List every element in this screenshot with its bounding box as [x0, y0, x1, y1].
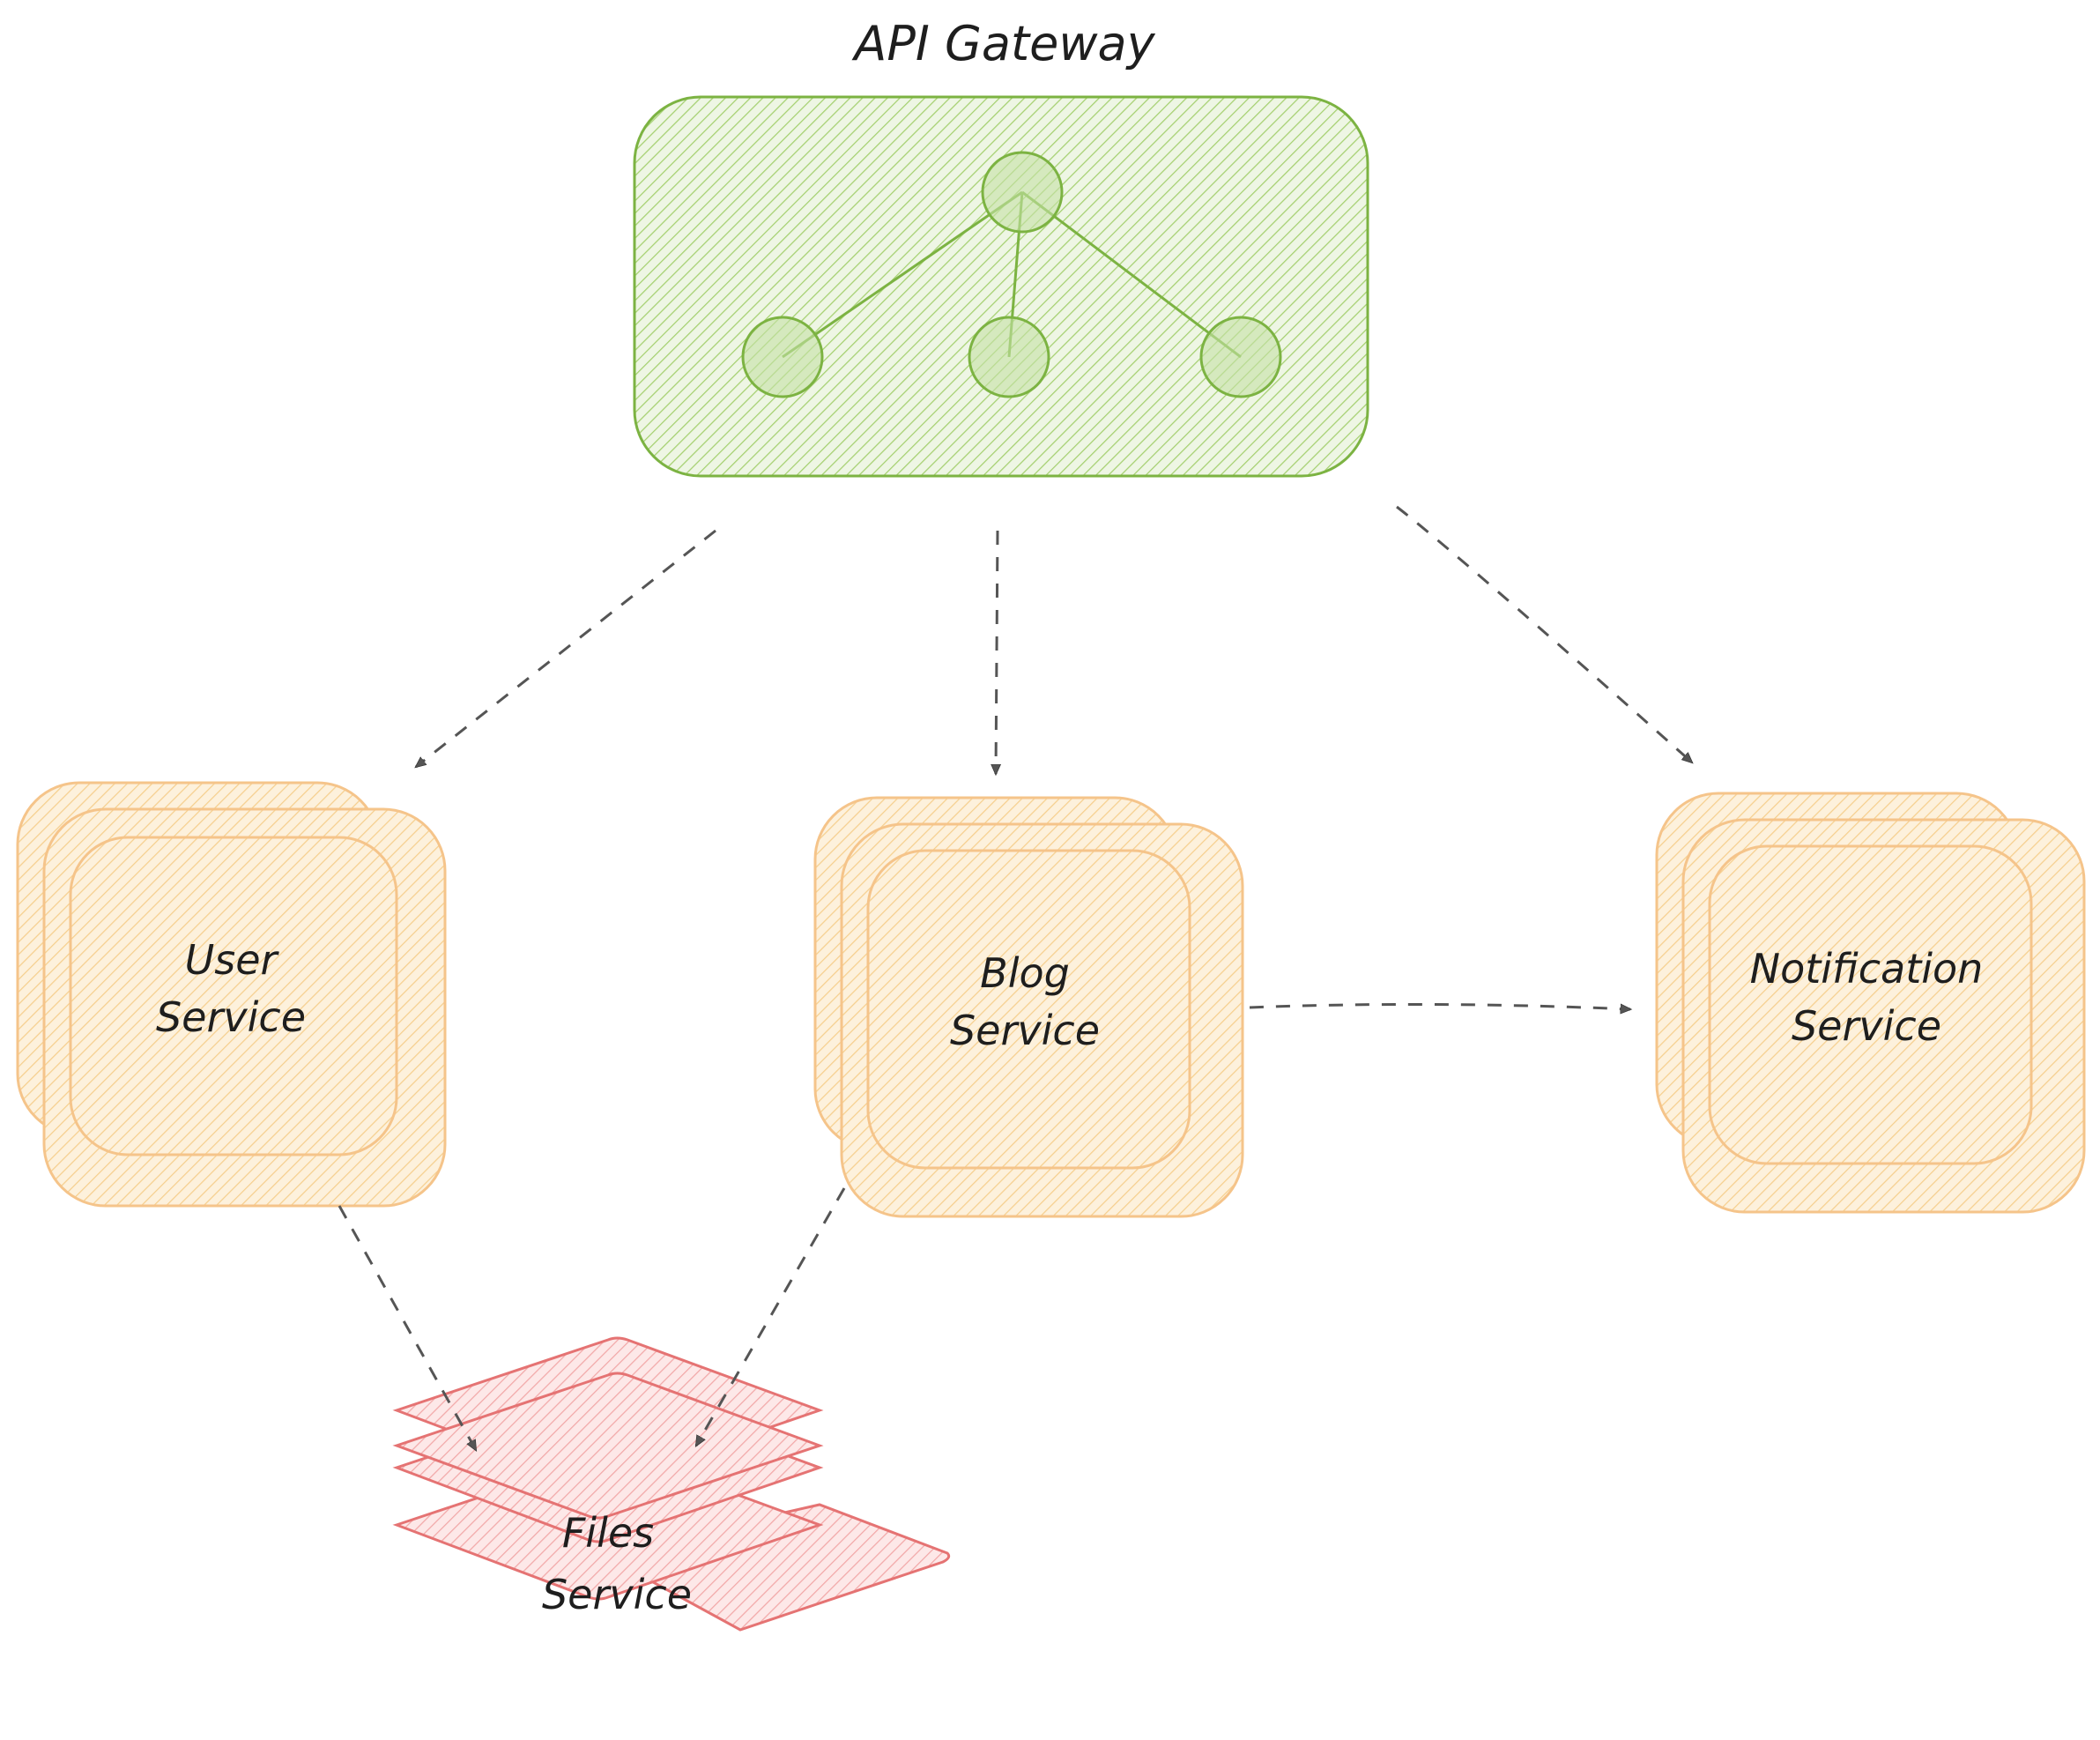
- api-gateway-node[interactable]: API Gateway: [633, 16, 1369, 478]
- tree-icon: [741, 151, 1282, 398]
- blog-service-node[interactable]: Blog Service: [813, 796, 1244, 1218]
- user-service-layer-front: [69, 836, 398, 1156]
- files-service-layer-top: [392, 1372, 824, 1520]
- edge-gateway-to-blog-service: [996, 530, 998, 774]
- edge-user-to-files-service: [338, 1205, 478, 1450]
- files-service-label-line2: Service: [542, 1571, 692, 1618]
- api-gateway-box: [633, 95, 1369, 478]
- edge-gateway-to-user-service: [416, 529, 716, 767]
- notification-service-label-line1: Notification: [1750, 945, 1984, 993]
- api-gateway-title: API Gateway: [851, 16, 1155, 71]
- notification-service-layer-front: [1708, 844, 2033, 1165]
- edge-blog-to-notification-service: [1249, 1002, 1630, 1009]
- blog-service-label-line1: Blog: [980, 949, 1070, 997]
- user-service-node[interactable]: User Service: [16, 781, 447, 1208]
- blog-service-layer-front: [866, 849, 1191, 1170]
- notification-service-node[interactable]: Notification Service: [1655, 792, 2086, 1214]
- files-service-node[interactable]: Files Service: [392, 1336, 951, 1632]
- files-service-label-line1: Files: [562, 1509, 654, 1557]
- notification-service-label-line2: Service: [1792, 1002, 1941, 1050]
- blog-service-label-line2: Service: [950, 1007, 1100, 1054]
- edge-blog-to-files-service: [694, 1187, 846, 1446]
- edge-gateway-to-notification-service: [1396, 505, 1692, 762]
- user-service-label-line1: User: [185, 936, 280, 984]
- user-service-label-line2: Service: [156, 993, 306, 1041]
